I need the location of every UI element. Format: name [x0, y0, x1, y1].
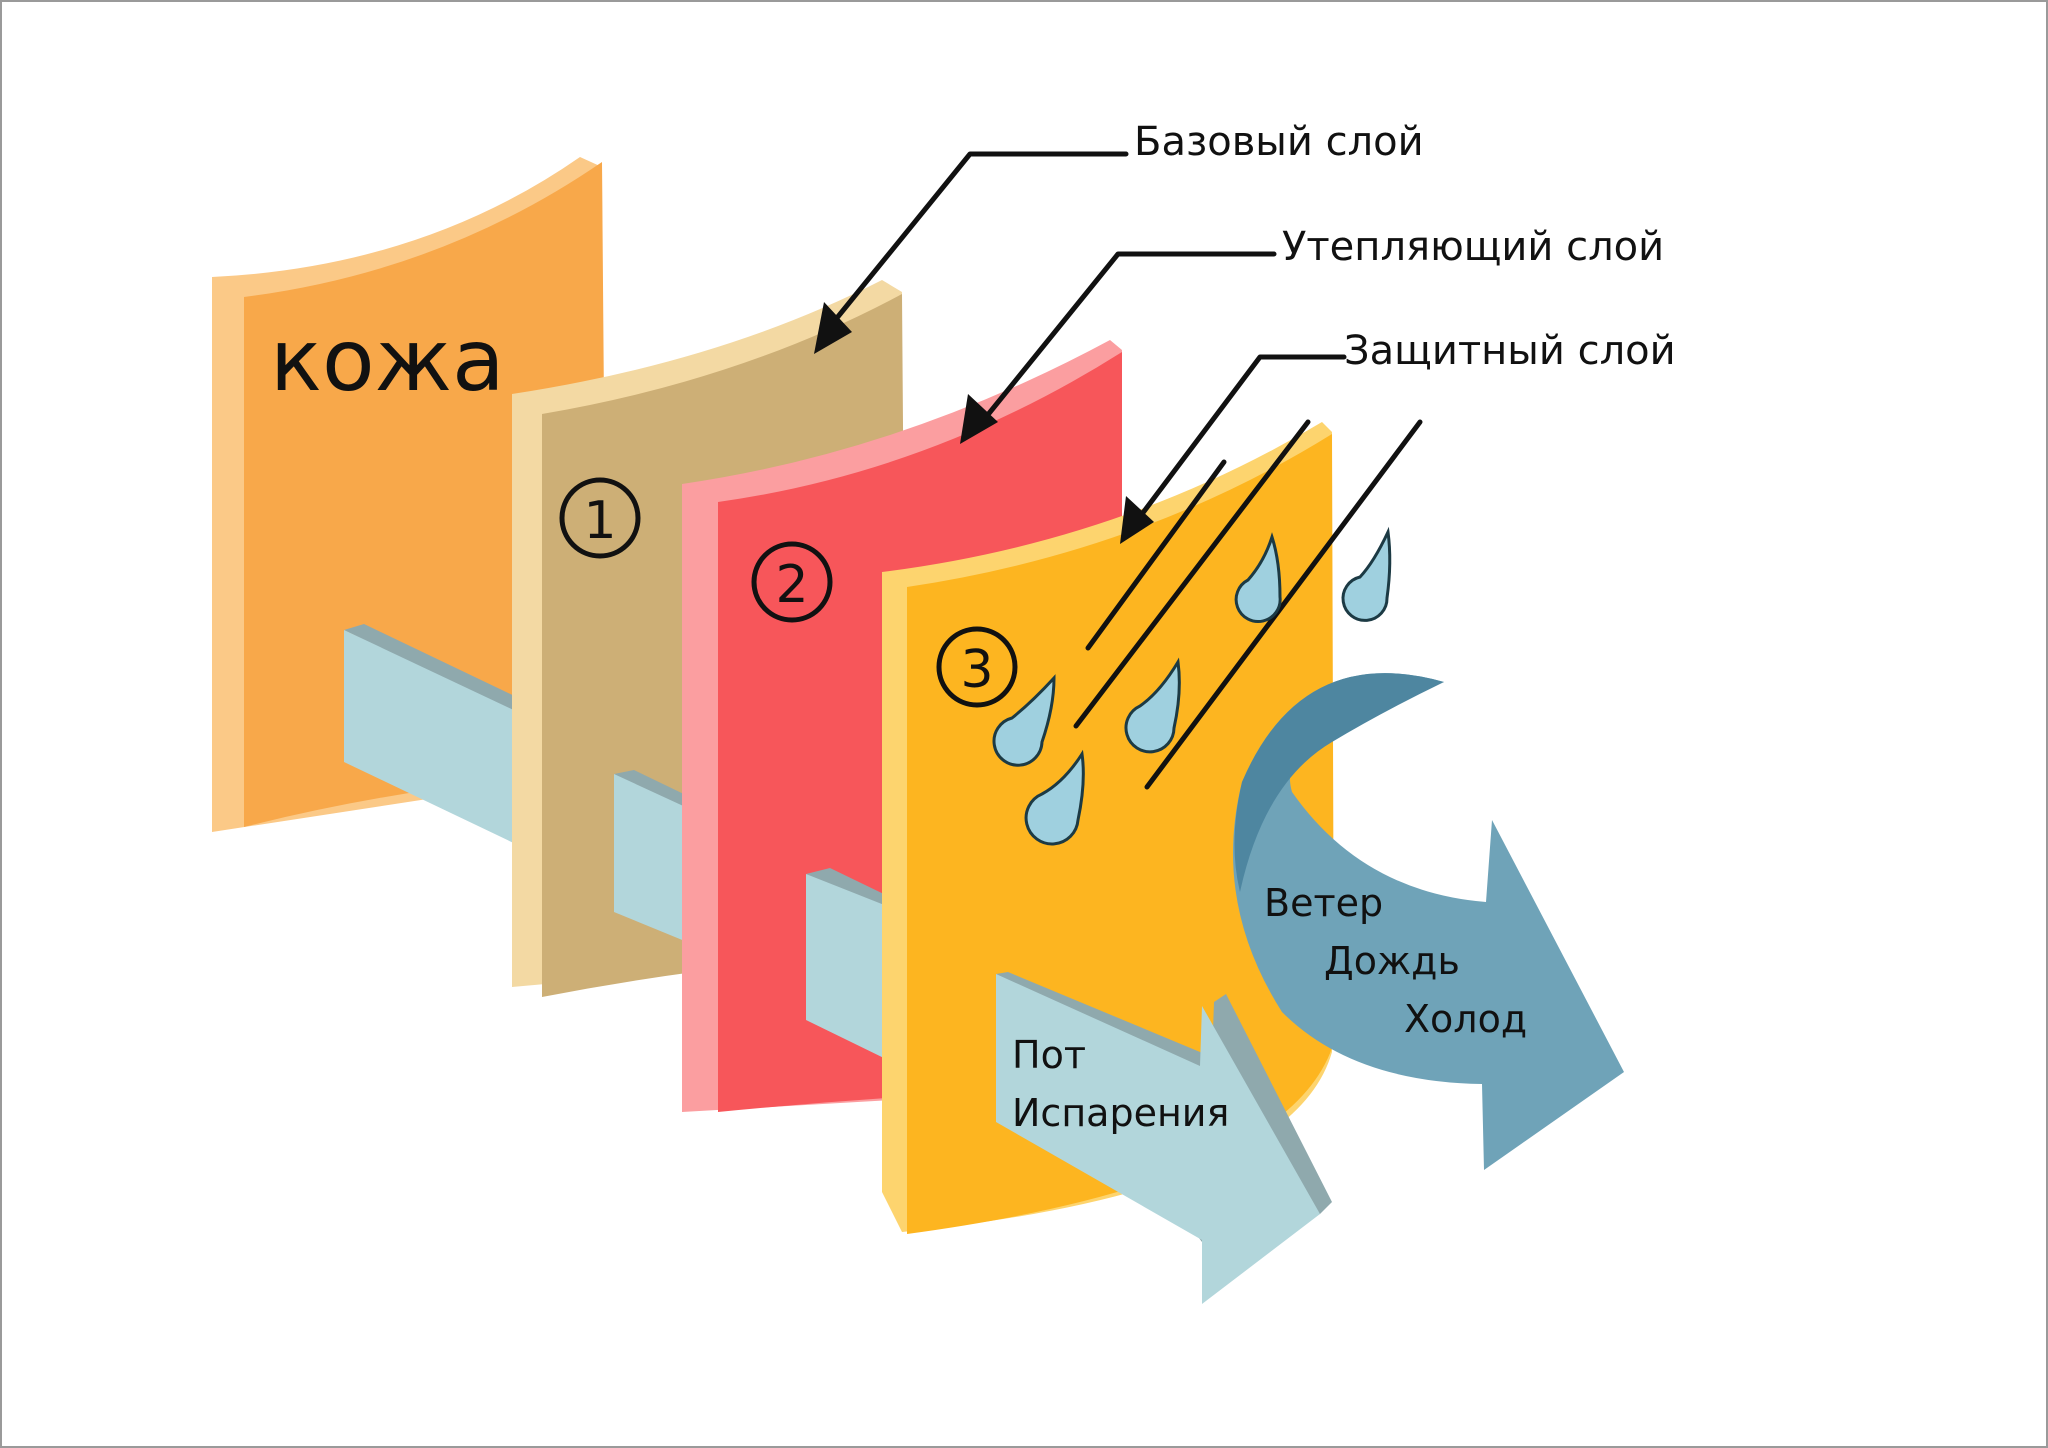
weather-arrow-curl — [1234, 673, 1444, 892]
callout-arrows — [829, 151, 1347, 525]
raindrop — [1124, 657, 1181, 754]
sweat-vapor-arrow: Пот Испарения — [996, 972, 1332, 1304]
cold-label: Холод — [1404, 997, 1527, 1041]
layer-1-number: 1 — [583, 491, 616, 551]
vapor-bar-2 — [614, 770, 692, 944]
protective-layer-leader — [1133, 354, 1347, 525]
base-layer-arrowhead — [814, 302, 852, 354]
sweat-label: Пот — [1012, 1033, 1086, 1077]
layer-2-number: 2 — [775, 555, 808, 615]
evaporation-label: Испарения — [1012, 1091, 1229, 1135]
vapor-bar-3 — [806, 868, 892, 1062]
callout-arrowheads — [814, 302, 1154, 544]
layer-2-circle — [751, 541, 833, 623]
base-layer-label: Базовый слой — [1134, 119, 1424, 165]
vapor-bar-1 — [344, 624, 527, 847]
insulating-layer-arrowhead — [960, 394, 998, 444]
wind-label: Ветер — [1264, 881, 1383, 925]
layer-3-circle — [936, 626, 1018, 708]
layer-3-number: 3 — [960, 640, 993, 700]
raindrop — [1341, 526, 1392, 622]
weather-arrow-body — [1233, 673, 1624, 1170]
rain-lines — [1073, 419, 1423, 790]
weather-arrow: Ветер Дождь Холод — [1233, 673, 1624, 1170]
raindrop — [1024, 749, 1085, 846]
sweat-arrow-body — [996, 974, 1320, 1304]
layer-1-circle — [559, 477, 641, 559]
rain-label: Дождь — [1324, 939, 1460, 983]
raindrop — [1234, 532, 1282, 623]
insulating-layer-label: Утепляющий слой — [1282, 224, 1664, 270]
protective-layer-arrowhead — [1120, 496, 1154, 544]
raindrop — [992, 674, 1056, 767]
protective-layer-label: Защитный слой — [1344, 328, 1676, 374]
base-layer-leader — [829, 151, 1129, 327]
raindrops — [992, 526, 1392, 846]
insulating-layer-leader — [979, 251, 1277, 425]
skin-label: кожа — [270, 311, 505, 411]
